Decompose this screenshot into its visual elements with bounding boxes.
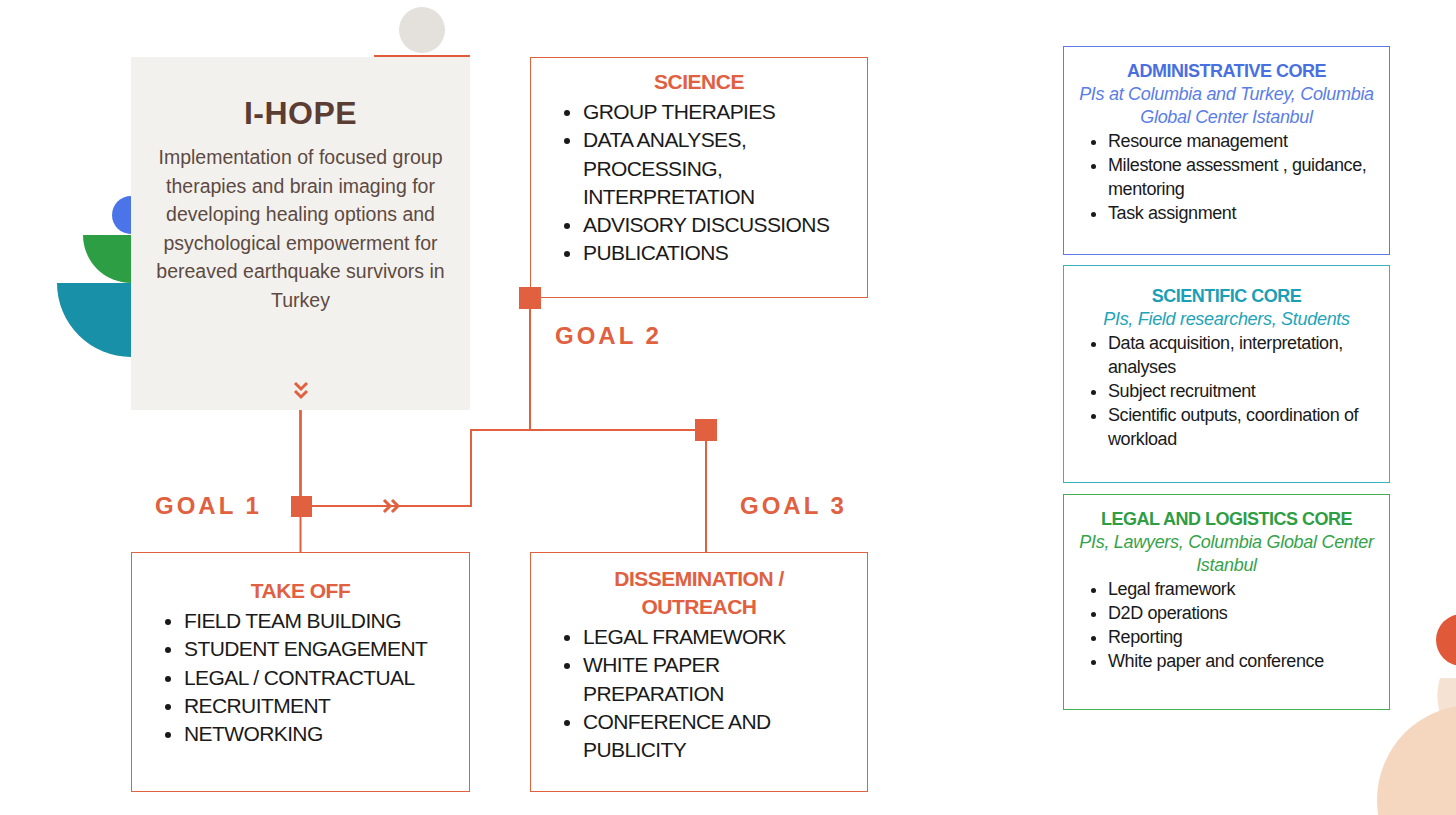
goal-box: SCIENCEGROUP THERAPIESDATA ANALYSES, PRO… [530,57,868,298]
core-members: PIs, Field researchers, Students [1064,308,1389,331]
core-members: PIs, Lawyers, Columbia Global Center Ist… [1064,531,1389,577]
beige-circle [1377,705,1456,815]
orange-circle [1436,614,1456,666]
bullet-item: Subject recruitment [1108,379,1379,403]
bullet-list: Legal frameworkD2D operationsReportingWh… [1064,577,1389,673]
goal-connector [301,298,531,506]
green-quarter [83,235,131,283]
bullet-item: NETWORKING [184,720,463,748]
project-description: Implementation of focused group therapie… [153,143,448,314]
bullet-item: GROUP THERAPIES [583,98,861,126]
box-title: ADMINISTRATIVE CORE [1064,59,1389,83]
box-title: SCIENTIFIC CORE [1064,284,1389,308]
project-box: I-HOPE Implementation of focused group th… [131,57,470,410]
bullet-item: Legal framework [1108,577,1379,601]
goal-label: GOAL 1 [155,490,262,522]
bullet-item: Data acquisition, interpretation, analys… [1108,331,1379,379]
bullet-item: PUBLICATIONS [583,239,861,267]
core-box: ADMINISTRATIVE COREPIs at Columbia and T… [1063,46,1390,255]
bullet-list: Resource managementMilestone assessment … [1064,129,1389,225]
bullet-item: CONFERENCE AND PUBLICITY [583,708,861,765]
bullet-item: Task assignment [1108,201,1379,225]
box-title: DISSEMINATION / OUTREACH [531,565,867,621]
junction-square [695,419,717,441]
chevron [384,500,390,512]
bullet-item: White paper and conference [1108,649,1379,673]
chevron [392,500,398,512]
junction-square [519,287,541,309]
bullet-item: FIELD TEAM BUILDING [184,607,463,635]
goal-label: GOAL 2 [555,320,662,352]
goal-connector [301,410,707,552]
box-title: TAKE OFF [132,577,469,605]
bullet-item: Milestone assessment , guidance, mentori… [1108,153,1379,201]
bullet-item: LEGAL / CONTRACTUAL [184,664,463,692]
bullet-item: Reporting [1108,625,1379,649]
bullet-item: LEGAL FRAMEWORK [583,623,861,651]
bullet-item: RECRUITMENT [184,692,463,720]
project-title: I-HOPE [131,93,470,133]
box-title: SCIENCE [531,68,867,96]
goal-label: GOAL 3 [740,490,847,522]
junction-square [291,496,312,517]
bullet-item: DATA ANALYSES, PROCESSING, INTERPRETATIO… [583,126,861,211]
box-title: LEGAL AND LOGISTICS CORE [1064,507,1389,531]
bullet-item: D2D operations [1108,601,1379,625]
teal-quarter [57,283,131,357]
bullet-list: GROUP THERAPIESDATA ANALYSES, PROCESSING… [531,98,867,268]
chevron [295,391,307,397]
bullet-item: WHITE PAPER PREPARATION [583,651,861,708]
bullet-list: Data acquisition, interpretation, analys… [1064,331,1389,451]
bullet-item: Scientific outputs, coordination of work… [1108,403,1379,451]
core-box: SCIENTIFIC COREPIs, Field researchers, S… [1063,265,1390,483]
core-members: PIs at Columbia and Turkey, Columbia Glo… [1064,83,1389,129]
grey-circle [399,7,445,53]
core-box: LEGAL AND LOGISTICS COREPIs, Lawyers, Co… [1063,494,1390,710]
chevron [295,383,307,389]
bullet-item: ADVISORY DISCUSSIONS [583,211,861,239]
goal-box: DISSEMINATION / OUTREACHLEGAL FRAMEWORKW… [530,552,868,792]
goal-box: TAKE OFFFIELD TEAM BUILDINGSTUDENT ENGAG… [131,552,470,792]
bullet-list: FIELD TEAM BUILDINGSTUDENT ENGAGEMENTLEG… [132,607,469,748]
bullet-list: LEGAL FRAMEWORKWHITE PAPER PREPARATIONCO… [531,623,867,764]
bullet-item: Resource management [1108,129,1379,153]
bullet-item: STUDENT ENGAGEMENT [184,635,463,663]
